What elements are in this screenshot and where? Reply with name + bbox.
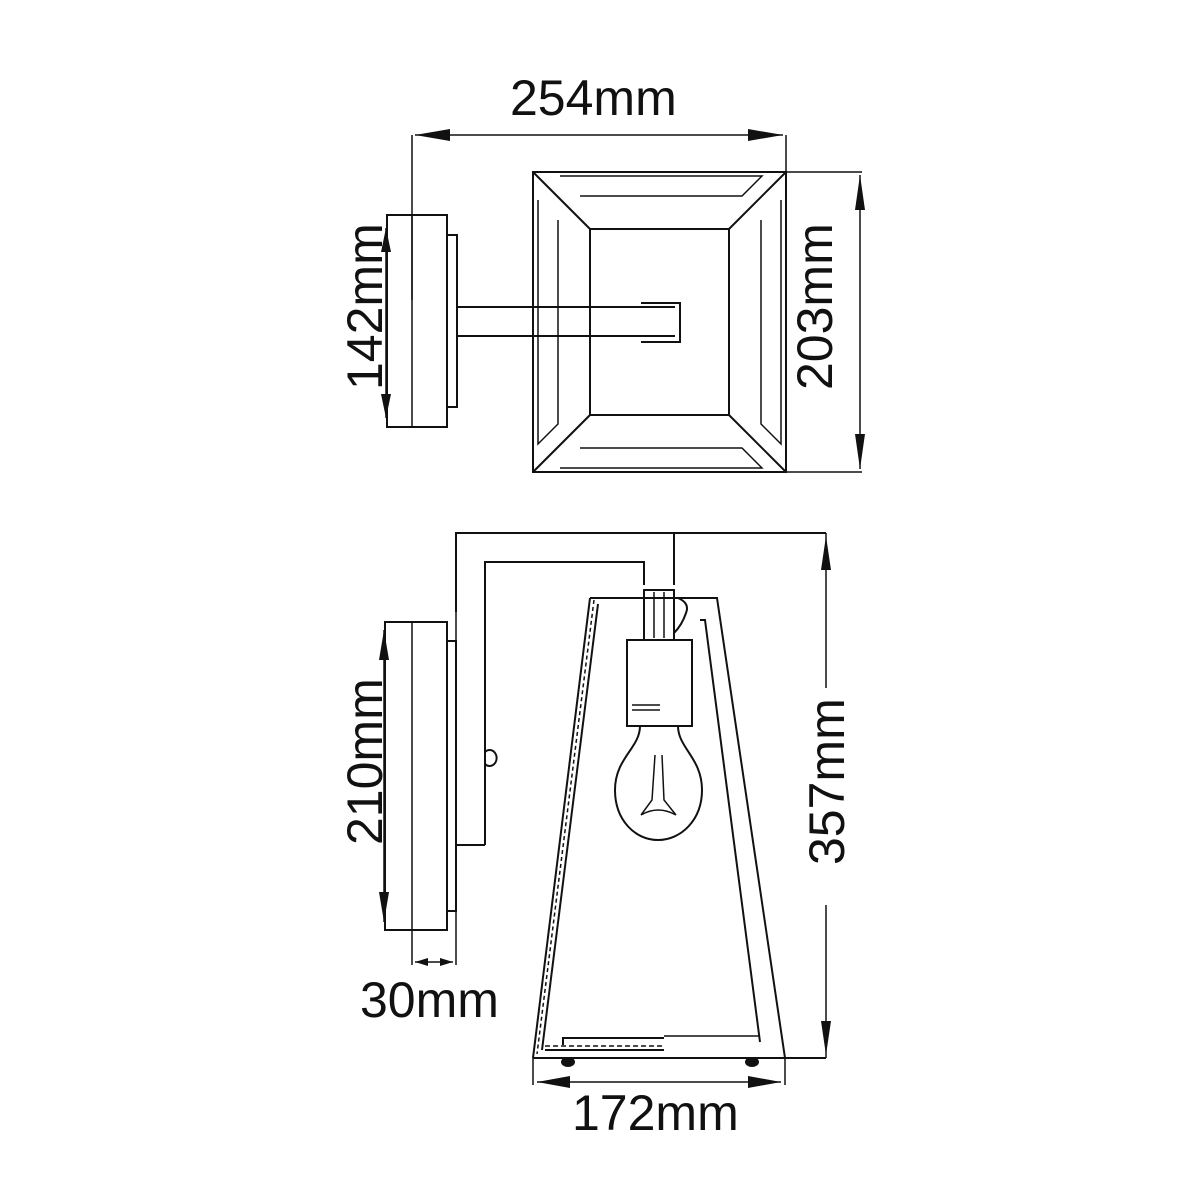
dim-210 (379, 630, 389, 922)
dim-label-142: 142mm (337, 223, 393, 390)
dim-label-357: 357mm (799, 698, 855, 865)
dim-30 (415, 958, 453, 966)
arm-side (455, 532, 826, 846)
backplate-side (384, 612, 457, 965)
arm-top (457, 302, 681, 343)
dim-357 (821, 533, 831, 1058)
dim-142 (381, 228, 391, 418)
side-view (379, 532, 831, 1088)
lamp-holder (626, 589, 693, 727)
dim-172 (532, 1058, 786, 1088)
dim-203 (786, 171, 865, 473)
backplate-top (386, 214, 458, 428)
shade-side (532, 597, 826, 1067)
dim-label-254: 254mm (510, 70, 677, 126)
light-bulb (613, 725, 704, 842)
top-view (381, 129, 865, 473)
dim-label-210: 210mm (337, 678, 393, 845)
dim-label-30: 30mm (360, 972, 499, 1028)
shade-top (532, 171, 787, 473)
dim-label-172: 172mm (572, 1085, 739, 1141)
dim-label-203: 203mm (787, 223, 843, 390)
